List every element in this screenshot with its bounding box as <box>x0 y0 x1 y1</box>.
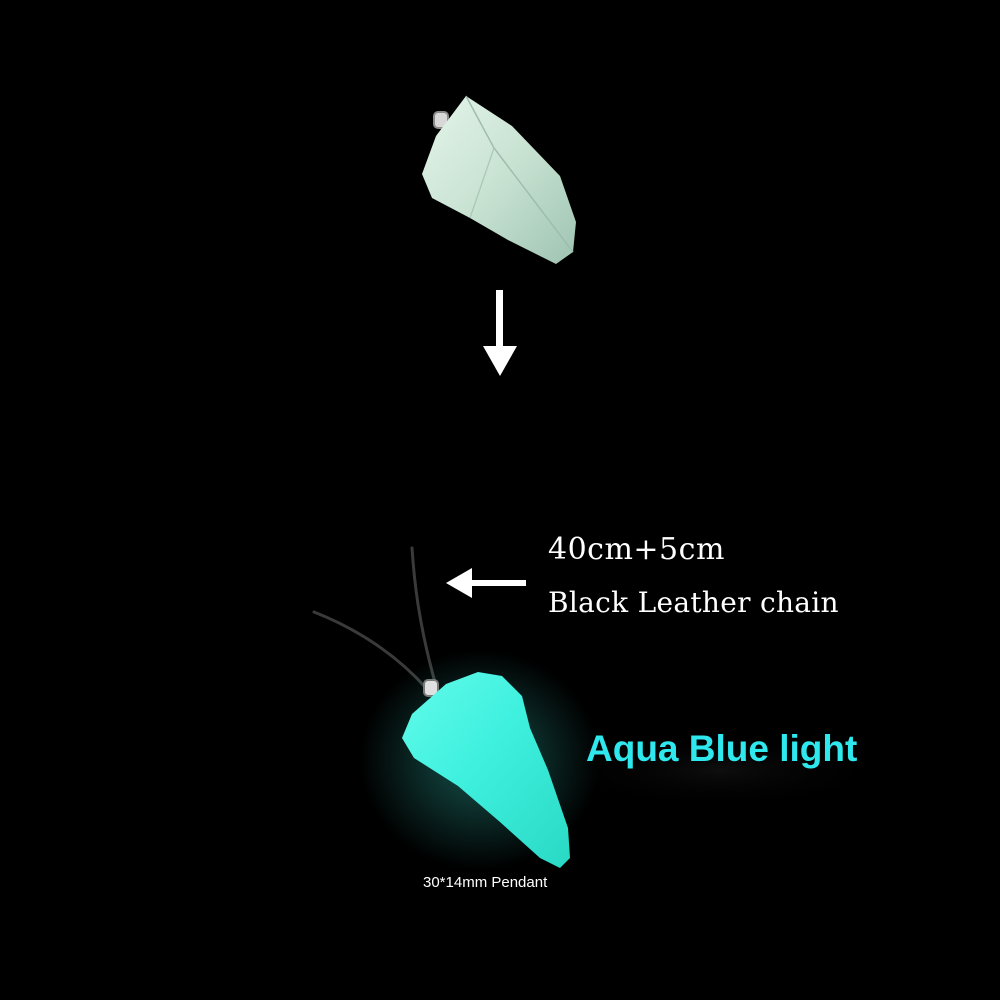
chain-type-label: Black Leather chain <box>548 586 839 619</box>
left-arrow-icon <box>446 568 526 598</box>
down-arrow-icon <box>483 290 517 376</box>
pendant-facet-lines-2 <box>469 147 495 219</box>
chain-length-label: 40cm+5cm <box>548 532 725 567</box>
pendant-size-label: 30*14mm Pendant <box>423 874 548 891</box>
glow-color-label: Aqua Blue light <box>586 728 858 769</box>
pendant-stone-daylight <box>422 96 576 264</box>
pendant-bail-glow <box>423 679 439 697</box>
pendant-glowing <box>360 650 600 870</box>
pendant-daylight <box>422 95 576 264</box>
text-backdrop <box>550 730 890 810</box>
pendant-stone-glowing <box>402 672 570 868</box>
